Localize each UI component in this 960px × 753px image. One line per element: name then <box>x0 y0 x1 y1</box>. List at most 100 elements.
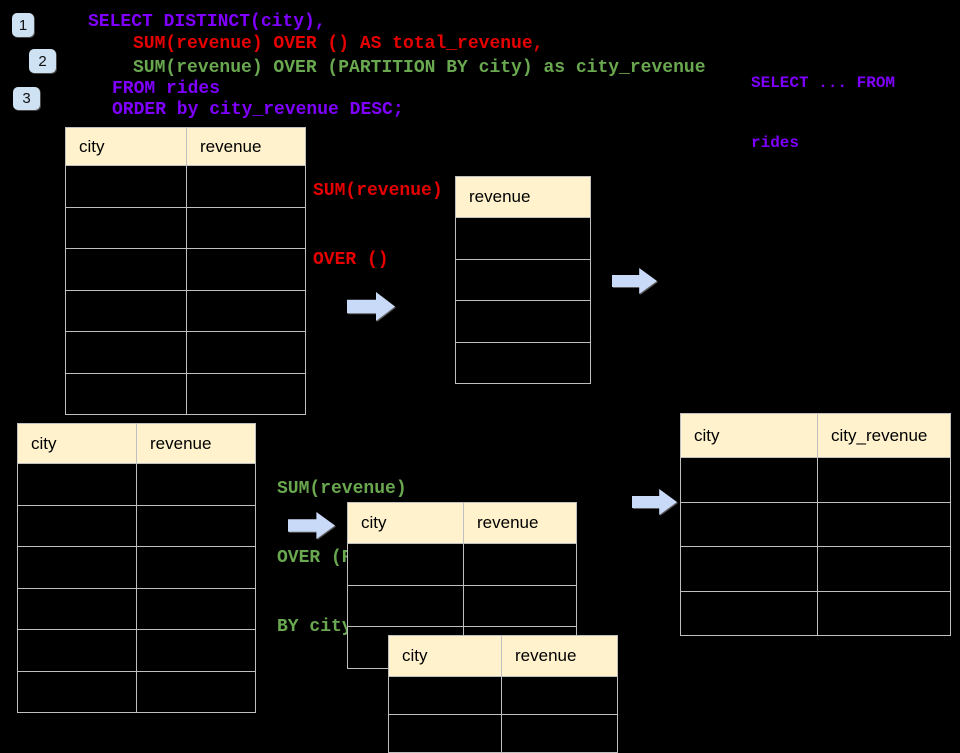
table-cell <box>456 259 591 301</box>
table-row <box>456 259 591 301</box>
annotation-line: SUM(revenue) <box>277 479 407 499</box>
table-row <box>456 342 591 384</box>
table-cell <box>464 585 577 627</box>
side-note-select-from-rides: SELECT ... FROM rides <box>751 33 895 173</box>
table-row <box>18 671 256 713</box>
table-cell <box>66 166 187 208</box>
table-row <box>348 544 577 586</box>
table-cell <box>187 166 306 208</box>
table-cell <box>348 585 464 627</box>
column-header: revenue <box>187 128 306 166</box>
table-cell <box>137 630 256 672</box>
table-row <box>18 505 256 547</box>
table-cell <box>818 502 951 547</box>
column-header: city <box>681 414 818 458</box>
sql-line-select: SELECT DISTINCT(city), <box>88 12 326 32</box>
flow-arrow-from-total-result <box>612 268 657 294</box>
slide-canvas: { "colors": { "bg": "#000000", "purple":… <box>12 12 951 753</box>
sql-line-city-revenue: SUM(revenue) OVER (PARTITION BY city) as… <box>133 58 706 78</box>
column-header: revenue <box>137 424 256 464</box>
table-cell <box>18 630 137 672</box>
table-row <box>18 630 256 672</box>
table-cell <box>456 342 591 384</box>
table-cell <box>18 671 137 713</box>
column-header: city <box>348 503 464 544</box>
table-header-row: revenue <box>456 177 591 218</box>
table-cell <box>389 715 502 753</box>
table-cell <box>187 207 306 249</box>
table-row <box>18 464 256 506</box>
step-badge-2: 2 <box>29 49 56 73</box>
sql-line-order-by: ORDER by city_revenue DESC; <box>112 100 404 120</box>
column-header: city <box>18 424 137 464</box>
column-header: revenue <box>456 177 591 218</box>
annotation-line: OVER () <box>313 250 389 270</box>
table-cell <box>187 290 306 332</box>
table-cell <box>66 373 187 415</box>
table-cell <box>66 207 187 249</box>
table-row <box>66 249 306 291</box>
table-row <box>66 332 306 374</box>
table-cell <box>502 677 618 715</box>
table-row <box>681 547 951 592</box>
table-cell <box>389 677 502 715</box>
table-row <box>66 290 306 332</box>
flow-arrow-to-city-revenue-result <box>632 489 677 515</box>
table-row <box>681 591 951 636</box>
table-row <box>18 547 256 589</box>
column-header: revenue <box>464 503 577 544</box>
table-cell <box>187 249 306 291</box>
table-row <box>18 588 256 630</box>
table-cell <box>818 591 951 636</box>
table-cell <box>66 249 187 291</box>
step-badge-3: 3 <box>13 87 40 110</box>
flow-arrow-to-partition-table <box>288 512 335 539</box>
annotation-line: SUM(revenue) <box>313 181 443 201</box>
sql-line-total-revenue: SUM(revenue) OVER () AS total_revenue, <box>133 34 544 54</box>
side-note-line-2: rides <box>751 134 800 152</box>
table-cell <box>18 464 137 506</box>
table-row <box>348 585 577 627</box>
column-header: city <box>66 128 187 166</box>
table-cell <box>818 458 951 503</box>
table-cell <box>187 332 306 374</box>
sql-line-from: FROM rides <box>112 79 221 99</box>
table-cell <box>456 301 591 343</box>
table-row <box>66 207 306 249</box>
table-row <box>389 677 618 715</box>
table-cell <box>18 588 137 630</box>
table-row <box>456 218 591 260</box>
table-cell <box>137 547 256 589</box>
column-header: city <box>389 636 502 677</box>
table-cell <box>137 505 256 547</box>
flow-arrow-to-total-result <box>347 292 395 321</box>
table-cell <box>502 715 618 753</box>
table-cell <box>18 547 137 589</box>
table-row <box>66 373 306 415</box>
table-cell <box>681 458 818 503</box>
step-badge-1: 1 <box>12 13 34 37</box>
table-cell <box>66 290 187 332</box>
table-cell <box>66 332 187 374</box>
table-cell <box>681 502 818 547</box>
table-cell <box>818 547 951 592</box>
table-cell <box>464 544 577 586</box>
table-row <box>681 502 951 547</box>
table-cell <box>681 591 818 636</box>
table-cell <box>137 464 256 506</box>
table-cell <box>456 218 591 260</box>
table-cell <box>187 373 306 415</box>
side-note-line-1: SELECT ... FROM <box>751 74 896 92</box>
annotation-total-revenue: SUM(revenue) OVER () <box>313 134 443 295</box>
table-total-revenue-result: revenue <box>455 176 591 384</box>
table-row <box>389 715 618 753</box>
table-cell <box>137 588 256 630</box>
